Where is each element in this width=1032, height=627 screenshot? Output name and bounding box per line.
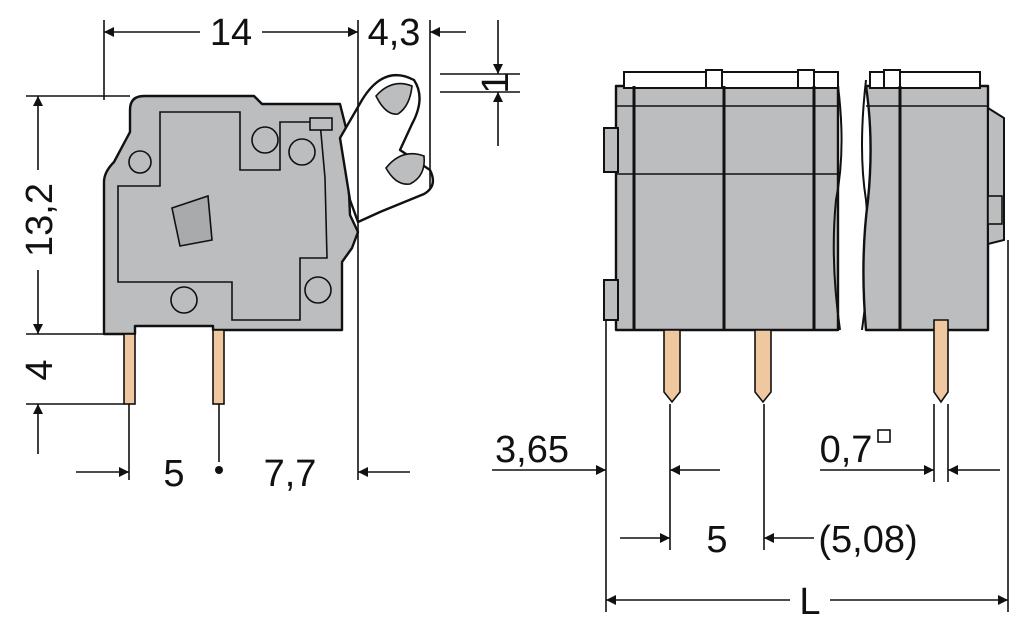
side-hole	[288, 138, 316, 166]
front-pin	[663, 329, 681, 404]
front-ridge-tab	[797, 69, 815, 89]
front-ridge-tab	[883, 69, 901, 89]
front-side-nub	[603, 127, 619, 173]
side-hole	[170, 286, 198, 314]
dim-pin-4: 4	[19, 359, 61, 380]
front-side-nub	[603, 279, 619, 321]
front-ridge-tab	[705, 69, 723, 89]
side-lever-grip	[375, 82, 413, 115]
side-pin	[212, 329, 225, 405]
side-lever-grip	[385, 152, 426, 185]
side-hole	[128, 150, 152, 174]
front-break-line	[832, 85, 843, 331]
front-top-ridge	[623, 71, 839, 89]
dim-offset-3-65: 3,65	[495, 429, 569, 471]
dim-pitch-5-08: (5,08)	[818, 519, 917, 561]
dim-offset-7-7: 7,7	[264, 453, 317, 495]
side-view	[102, 73, 435, 405]
front-pin	[754, 329, 772, 404]
side-lever	[338, 73, 435, 224]
dim-pin-0-7: 0,7	[820, 429, 873, 471]
dim-pitch-5-left: 5	[163, 453, 184, 495]
dim-point	[215, 466, 223, 474]
side-view-dimensions: 14 4,3 1 13,2 4 5 7,7	[19, 12, 520, 495]
side-inner-contour	[117, 111, 328, 321]
side-housing	[102, 94, 360, 336]
side-wire-entry	[171, 194, 213, 247]
front-end-tab	[987, 195, 1003, 225]
front-housing-right	[862, 84, 990, 332]
front-pin	[933, 319, 949, 404]
side-hole	[304, 276, 332, 304]
dim-lever-1: 1	[475, 72, 517, 93]
dim-height-13-2: 13,2	[19, 183, 61, 257]
side-hole	[251, 126, 279, 154]
side-pin	[123, 333, 136, 405]
front-view-dimensions: 3,65 0,7 5 (5,08) L	[492, 240, 1009, 623]
dim-lever-4-3: 4,3	[368, 12, 421, 54]
dim-length-L: L	[799, 581, 820, 623]
front-view	[603, 69, 1005, 404]
dim-width-14: 14	[210, 12, 252, 54]
front-housing-left	[614, 84, 840, 332]
side-latch	[309, 117, 333, 131]
dim-pitch-5-right: 5	[706, 519, 727, 561]
square-symbol-icon	[877, 429, 891, 443]
